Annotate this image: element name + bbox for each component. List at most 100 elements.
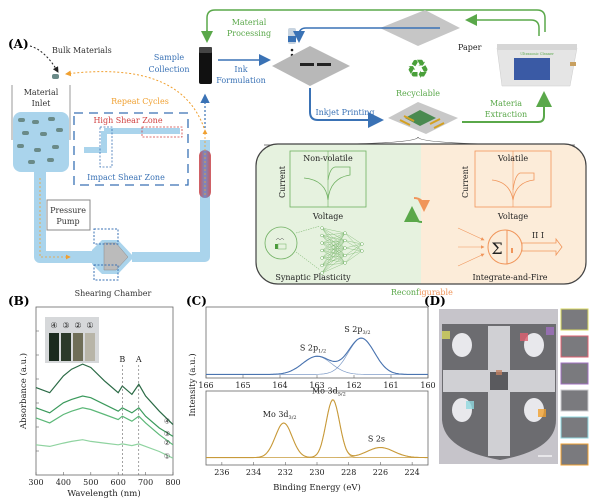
- neuron: [343, 246, 347, 250]
- reconfigurable-box: [255, 143, 587, 285]
- zone-box: [73, 112, 189, 186]
- synapse: [344, 240, 363, 252]
- shearing-chamber-label: Shearing Chamber: [75, 289, 152, 298]
- plot-b-ticks: [35, 330, 174, 475]
- neuron: [343, 253, 347, 258]
- plot-c-xlabel: Binding Energy (eV): [273, 482, 361, 493]
- synapse: [344, 232, 363, 252]
- peak-label: S 2p1/2: [300, 343, 326, 354]
- neuron: [320, 256, 324, 260]
- vial-label: ②: [74, 321, 81, 330]
- inkjet-printing-label: Inkjet Printing: [315, 108, 374, 117]
- volatile-label: Volatile: [497, 154, 529, 163]
- materia-extraction-arrow: [462, 91, 552, 123]
- synapse: [321, 232, 346, 274]
- synapse: [321, 262, 346, 274]
- inlet-particles: [17, 117, 63, 164]
- pressure-pump-line2: Pump: [56, 217, 79, 226]
- series-line-2: [35, 407, 174, 446]
- plot-c-top-frame: [205, 306, 429, 379]
- material-inlet-line2: Inlet: [32, 99, 52, 108]
- synapse: [321, 255, 346, 274]
- peak-label: A: [135, 355, 142, 364]
- v-current-label: Current: [461, 165, 470, 198]
- x-tick-label: 162: [346, 381, 361, 390]
- envelope-line: [206, 399, 428, 459]
- reconfigurable-orange: igurable: [419, 288, 453, 297]
- bulk-arrow: [29, 45, 59, 73]
- synaptic-network: [264, 225, 321, 271]
- series-label: ③: [164, 430, 170, 438]
- x-tick-label: 224: [405, 468, 420, 477]
- spikes-label: II I: [532, 231, 544, 240]
- x-tick-label: 226: [373, 468, 388, 477]
- x-tick-label: 232: [278, 468, 293, 477]
- roi-orange: [538, 409, 546, 417]
- plot-c-bottom-frame: [205, 390, 429, 466]
- series-label: ②: [164, 439, 170, 447]
- vial-label: ①: [86, 321, 93, 330]
- material-processing-line1: Material: [232, 18, 267, 27]
- switch-arrow-orange: [413, 197, 430, 212]
- synapse: [344, 243, 363, 264]
- nv-current-label: Current: [278, 165, 287, 198]
- nv-voltage-label: Voltage: [312, 212, 344, 221]
- synapse: [321, 232, 346, 266]
- x-tick-label: 166: [198, 381, 213, 390]
- pipe-right: [132, 140, 210, 262]
- x-tick-label: 300: [28, 478, 43, 487]
- synapse: [344, 250, 363, 264]
- synapse: [344, 247, 363, 252]
- material-processing-loop: [206, 9, 546, 40]
- vial: [199, 47, 212, 84]
- ink-formulation-line1: Ink: [234, 65, 247, 74]
- series-line-4: [35, 363, 174, 426]
- neuron: [343, 231, 347, 235]
- reconfigurable-green: Reconf: [391, 288, 420, 297]
- synapse: [344, 243, 363, 249]
- ultrasonic-cleaner: Ultrasonic Cleaner: [496, 44, 578, 87]
- synapse: [321, 232, 346, 251]
- integrate-fire-neuron: Σ II I: [457, 227, 563, 267]
- roi-yellow: [442, 331, 450, 339]
- neuron: [320, 248, 324, 253]
- neuron: [320, 271, 324, 275]
- series-label: ①: [164, 453, 170, 461]
- synapse: [344, 240, 363, 245]
- sigma-icon: Σ: [491, 239, 502, 258]
- inlet-fluid: [13, 112, 69, 172]
- x-tick-label: 800: [165, 478, 180, 487]
- roi-purple: [546, 327, 554, 335]
- pressure-pump: [46, 199, 91, 231]
- vial-label: ③: [62, 321, 69, 330]
- svg-text:Ultrasonic Cleaner: Ultrasonic Cleaner: [520, 52, 554, 56]
- inkjet-printing-arrow: [309, 88, 384, 128]
- zoom-insets: [560, 308, 589, 466]
- sample-collection-line1: Sample: [154, 53, 185, 62]
- peak-label: Mo 3d5/2: [312, 387, 346, 398]
- materia-extraction-line1: Materia: [490, 99, 522, 108]
- roi-red: [520, 333, 528, 341]
- bulk-materials-label: Bulk Materials: [52, 46, 112, 55]
- neuron: [360, 242, 364, 246]
- plot-c-ylabel: Intensity (a.u.): [187, 353, 198, 416]
- bulk-chunk: [52, 74, 59, 79]
- paper-label: Paper: [458, 43, 482, 52]
- pressure-pump-line1: Pressure: [50, 206, 86, 215]
- neuron: [343, 261, 347, 265]
- series-line-1: [35, 439, 174, 459]
- plot-b-ylabel: Absorbance (a.u.): [18, 353, 29, 430]
- roi-brown: [496, 370, 502, 375]
- synapse: [321, 247, 346, 274]
- recyclable-label: Recyclable: [396, 89, 440, 98]
- pipe-left: [34, 172, 92, 263]
- x-tick-label: 230: [309, 468, 324, 477]
- plot-b-xlabel: Wavelength (nm): [67, 488, 140, 499]
- synapse: [321, 232, 346, 244]
- switch-arrow-green: [404, 206, 423, 223]
- neuron: [343, 238, 347, 243]
- ink-formulation-line2: Formulation: [216, 76, 266, 85]
